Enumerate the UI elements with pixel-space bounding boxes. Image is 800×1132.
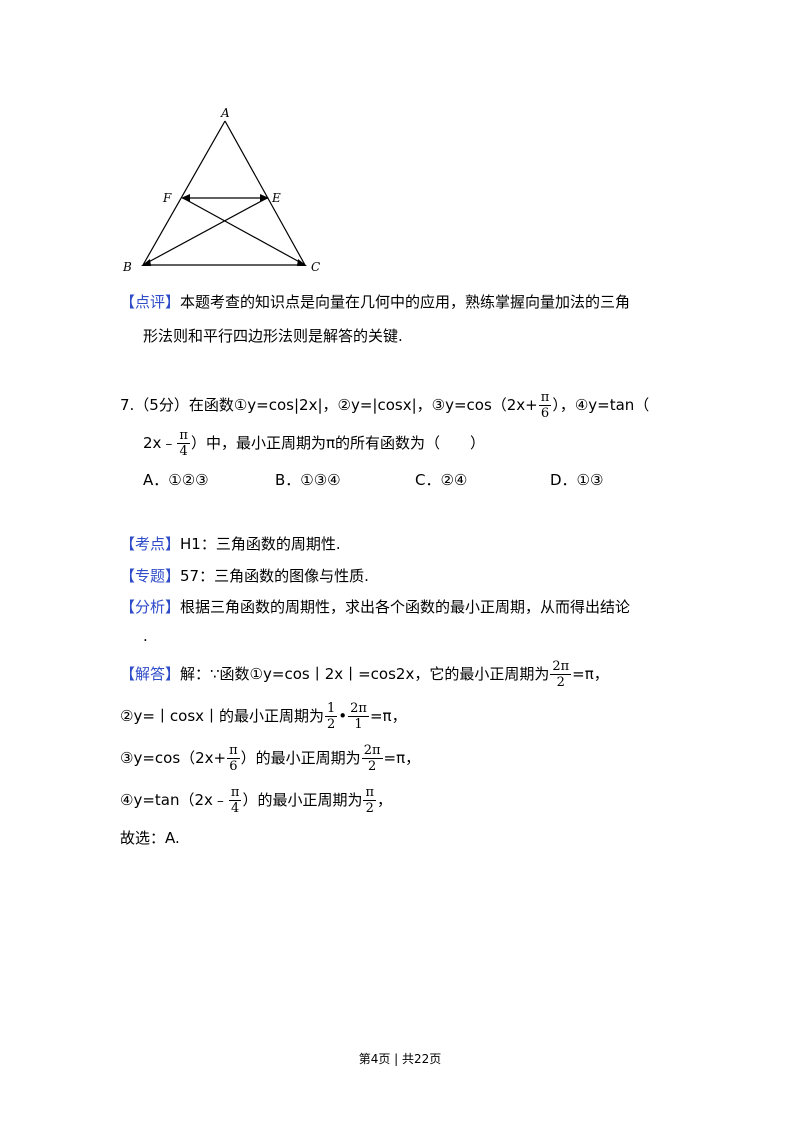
label-c: C bbox=[311, 260, 320, 274]
jieda-tag: 【解答】 bbox=[120, 665, 181, 683]
zhuanti-text: 57：三角函数的图像与性质. bbox=[180, 567, 369, 585]
jieda-dot: • bbox=[338, 707, 348, 725]
kaodian-tag: 【考点】 bbox=[120, 535, 181, 553]
segment-fc bbox=[182, 197, 306, 266]
comment-line-2: 形法则和平行四边形法则是解答的关键. bbox=[143, 327, 403, 345]
frac-num: 1 bbox=[325, 700, 338, 717]
frac-den: 4 bbox=[231, 800, 240, 816]
jieda-text-1-end: =π， bbox=[572, 665, 609, 683]
comment-line-1: 【点评】本题考查的知识点是向量在几何中的应用，熟练掌握向量加法的三角 bbox=[120, 292, 630, 312]
frac-num: π bbox=[363, 784, 377, 801]
frac-num: π bbox=[177, 427, 190, 444]
label-b: B bbox=[122, 260, 132, 274]
option-d[interactable]: D．①③ bbox=[550, 471, 604, 489]
arrow-head-c bbox=[297, 259, 307, 266]
jieda-text-4-end: ， bbox=[377, 791, 393, 809]
frac-den: 2 bbox=[556, 674, 565, 690]
segment-be bbox=[142, 197, 268, 266]
edge-ab bbox=[142, 120, 226, 266]
fenxi-tail: . bbox=[143, 627, 148, 645]
question-text-1b: ），④y=tan（ bbox=[552, 396, 650, 414]
option-b[interactable]: B．①③④ bbox=[275, 471, 341, 489]
arrow-head-f bbox=[181, 194, 190, 202]
frac-num: 2π bbox=[361, 742, 383, 759]
question-text-1a: 7.（5分）在函数①y=cos|2x|，②y=|cosx|，③y=cos（2x+ bbox=[120, 396, 538, 414]
jieda-text-4a: ④y=tan（2x﹣ bbox=[120, 791, 228, 809]
frac-den: 1 bbox=[354, 716, 363, 732]
zhuanti-tag: 【专题】 bbox=[120, 567, 181, 585]
frac-num: 2π bbox=[348, 700, 369, 717]
frac-den: 2 bbox=[365, 800, 374, 816]
jieda-text-4b: ）的最小正周期为 bbox=[242, 791, 363, 809]
jieda-text-1: 解：∵函数①y=cos丨2x丨=cos2x，它的最小正周期为 bbox=[180, 665, 550, 683]
label-f: F bbox=[162, 191, 172, 205]
frac-den: 2 bbox=[327, 716, 336, 732]
frac-den: 2 bbox=[367, 758, 377, 774]
zhuanti-line: 【专题】57：三角函数的图像与性质. bbox=[120, 566, 369, 586]
edge-ac bbox=[224, 120, 306, 266]
fenxi-line: 【分析】根据三角函数的周期性，求出各个函数的最小正周期，从而得出结论 bbox=[120, 597, 630, 617]
frac-num: 2π bbox=[550, 658, 572, 675]
arrow-head-b bbox=[141, 259, 151, 266]
jieda-text-3-end: =π， bbox=[383, 749, 421, 767]
option-a[interactable]: A．①②③ bbox=[143, 471, 209, 489]
frac-num: π bbox=[227, 742, 240, 759]
answer-line: 故选：A. bbox=[120, 829, 180, 847]
question-text-2a: 2x﹣ bbox=[143, 434, 177, 452]
frac-den: 4 bbox=[179, 443, 188, 459]
frac-num: π bbox=[538, 389, 552, 406]
frac-den: 6 bbox=[540, 405, 550, 421]
triangle-figure: A F E B C bbox=[122, 106, 320, 274]
jieda-text-3b: ）的最小正周期为 bbox=[240, 749, 361, 767]
jieda-text-3a: ③y=cos（2x+ bbox=[120, 749, 227, 767]
question-line-1: 7.（5分）在函数①y=cos|2x|，②y=|cosx|，③y=cos（2x+… bbox=[120, 385, 649, 425]
label-a: A bbox=[220, 106, 230, 120]
jieda-text-2a: ②y=丨cosx丨的最小正周期为 bbox=[120, 707, 325, 725]
comment-tag: 【点评】 bbox=[120, 293, 181, 311]
question-text-2b: ）中，最小正周期为π的所有函数为（ ） bbox=[190, 434, 486, 452]
frac-num: π bbox=[228, 784, 242, 801]
frac-den: 6 bbox=[229, 758, 238, 774]
jieda-text-2-end: =π， bbox=[369, 707, 407, 725]
fenxi-tag: 【分析】 bbox=[120, 598, 181, 616]
comment-text-1: 本题考查的知识点是向量在几何中的应用，熟练掌握向量加法的三角 bbox=[180, 293, 631, 311]
arrow-head-e bbox=[260, 194, 269, 202]
fenxi-text: 根据三角函数的周期性，求出各个函数的最小正周期，从而得出结论 bbox=[180, 598, 631, 616]
page-footer: 第4页 | 共22页 bbox=[358, 1052, 442, 1066]
kaodian-line: 【考点】H1：三角函数的周期性. bbox=[120, 534, 341, 554]
option-c[interactable]: C．②④ bbox=[415, 471, 468, 489]
label-e: E bbox=[271, 191, 281, 205]
kaodian-text: H1：三角函数的周期性. bbox=[180, 535, 341, 553]
